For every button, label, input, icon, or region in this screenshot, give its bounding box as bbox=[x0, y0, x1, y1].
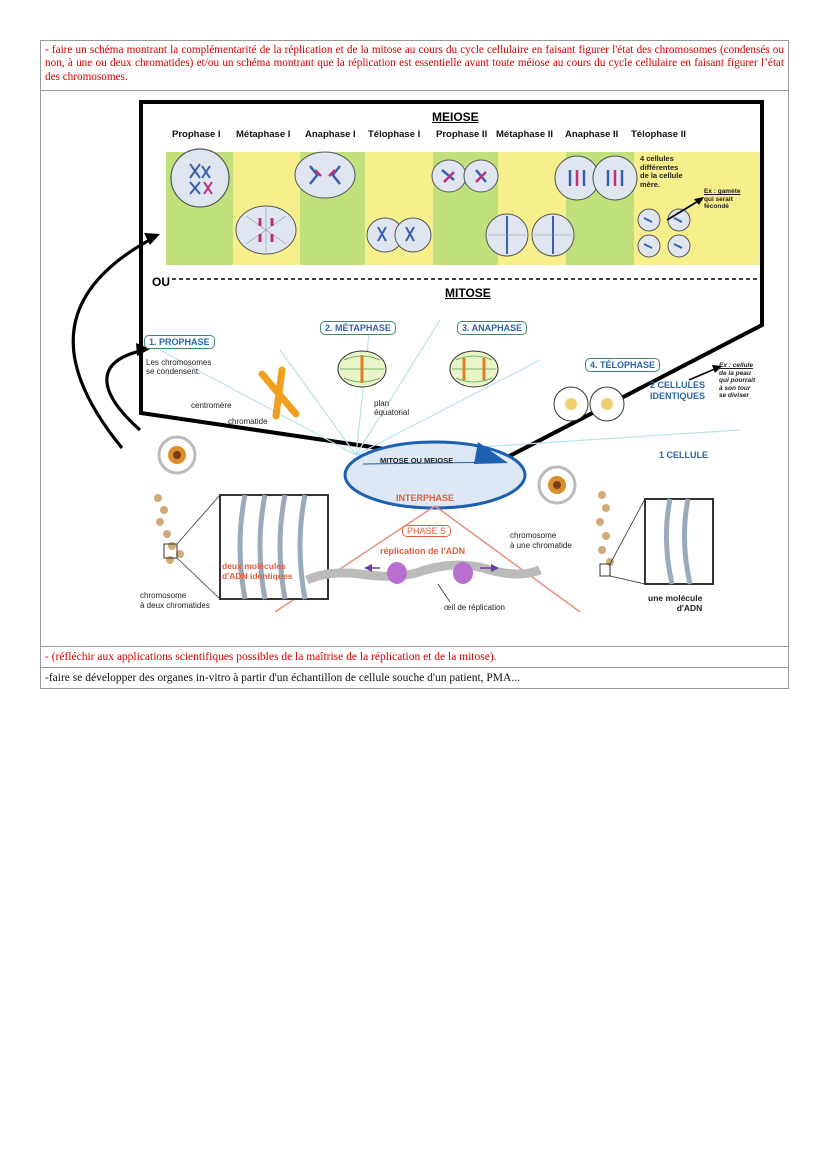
ou-label: OU bbox=[152, 275, 170, 289]
meiosis-phase-label: Anaphase II bbox=[565, 129, 619, 140]
meiosis-band bbox=[166, 148, 762, 265]
meiosis-phase-label: Anaphase I bbox=[305, 129, 356, 140]
applications-question: - (réfléchir aux applications scientifiq… bbox=[40, 646, 789, 668]
meiosis-phase-label: Prophase I bbox=[172, 129, 221, 140]
meiosis-phase-label: Prophase II bbox=[436, 129, 488, 140]
step-prophase: 1. PROPHASE bbox=[144, 335, 215, 349]
meiosis-phase-label: Télophase I bbox=[368, 129, 421, 140]
phase-s-label: PHASE S bbox=[402, 525, 452, 537]
one-cell-label: 1 CELLULE bbox=[659, 450, 709, 460]
replication-label: réplication de l'ADN bbox=[380, 546, 466, 556]
mitose-ou-meiose-label: MITOSE OU MEIOSE bbox=[380, 456, 454, 465]
centromere-label: centromère bbox=[191, 401, 232, 410]
applications-answer: -faire se développer des organes in-vitr… bbox=[40, 667, 789, 689]
meiosis-phase-label: Métaphase I bbox=[236, 129, 291, 140]
chromatide-label: chromatide bbox=[228, 417, 268, 426]
intro-instructions: - faire un schéma montrant la complément… bbox=[40, 40, 789, 91]
step-anaphase: 3. ANAPHASE bbox=[457, 321, 528, 335]
step-telophase: 4. TÉLOPHASE bbox=[585, 358, 661, 372]
step-metaphase: 2. MÉTAPHASE bbox=[320, 321, 396, 335]
meiosis-phase-label: Métaphase II bbox=[496, 129, 554, 140]
cell-cycle-diagram bbox=[71, 100, 764, 613]
interphase-label: INTERPHASE bbox=[396, 493, 455, 503]
meiosis-phase-label: Télophase II bbox=[631, 129, 686, 140]
meiosis-title: MEIOSE bbox=[432, 110, 479, 124]
replication-eye-label: œil de réplication bbox=[444, 603, 505, 612]
mitosis-title: MITOSE bbox=[445, 286, 491, 300]
